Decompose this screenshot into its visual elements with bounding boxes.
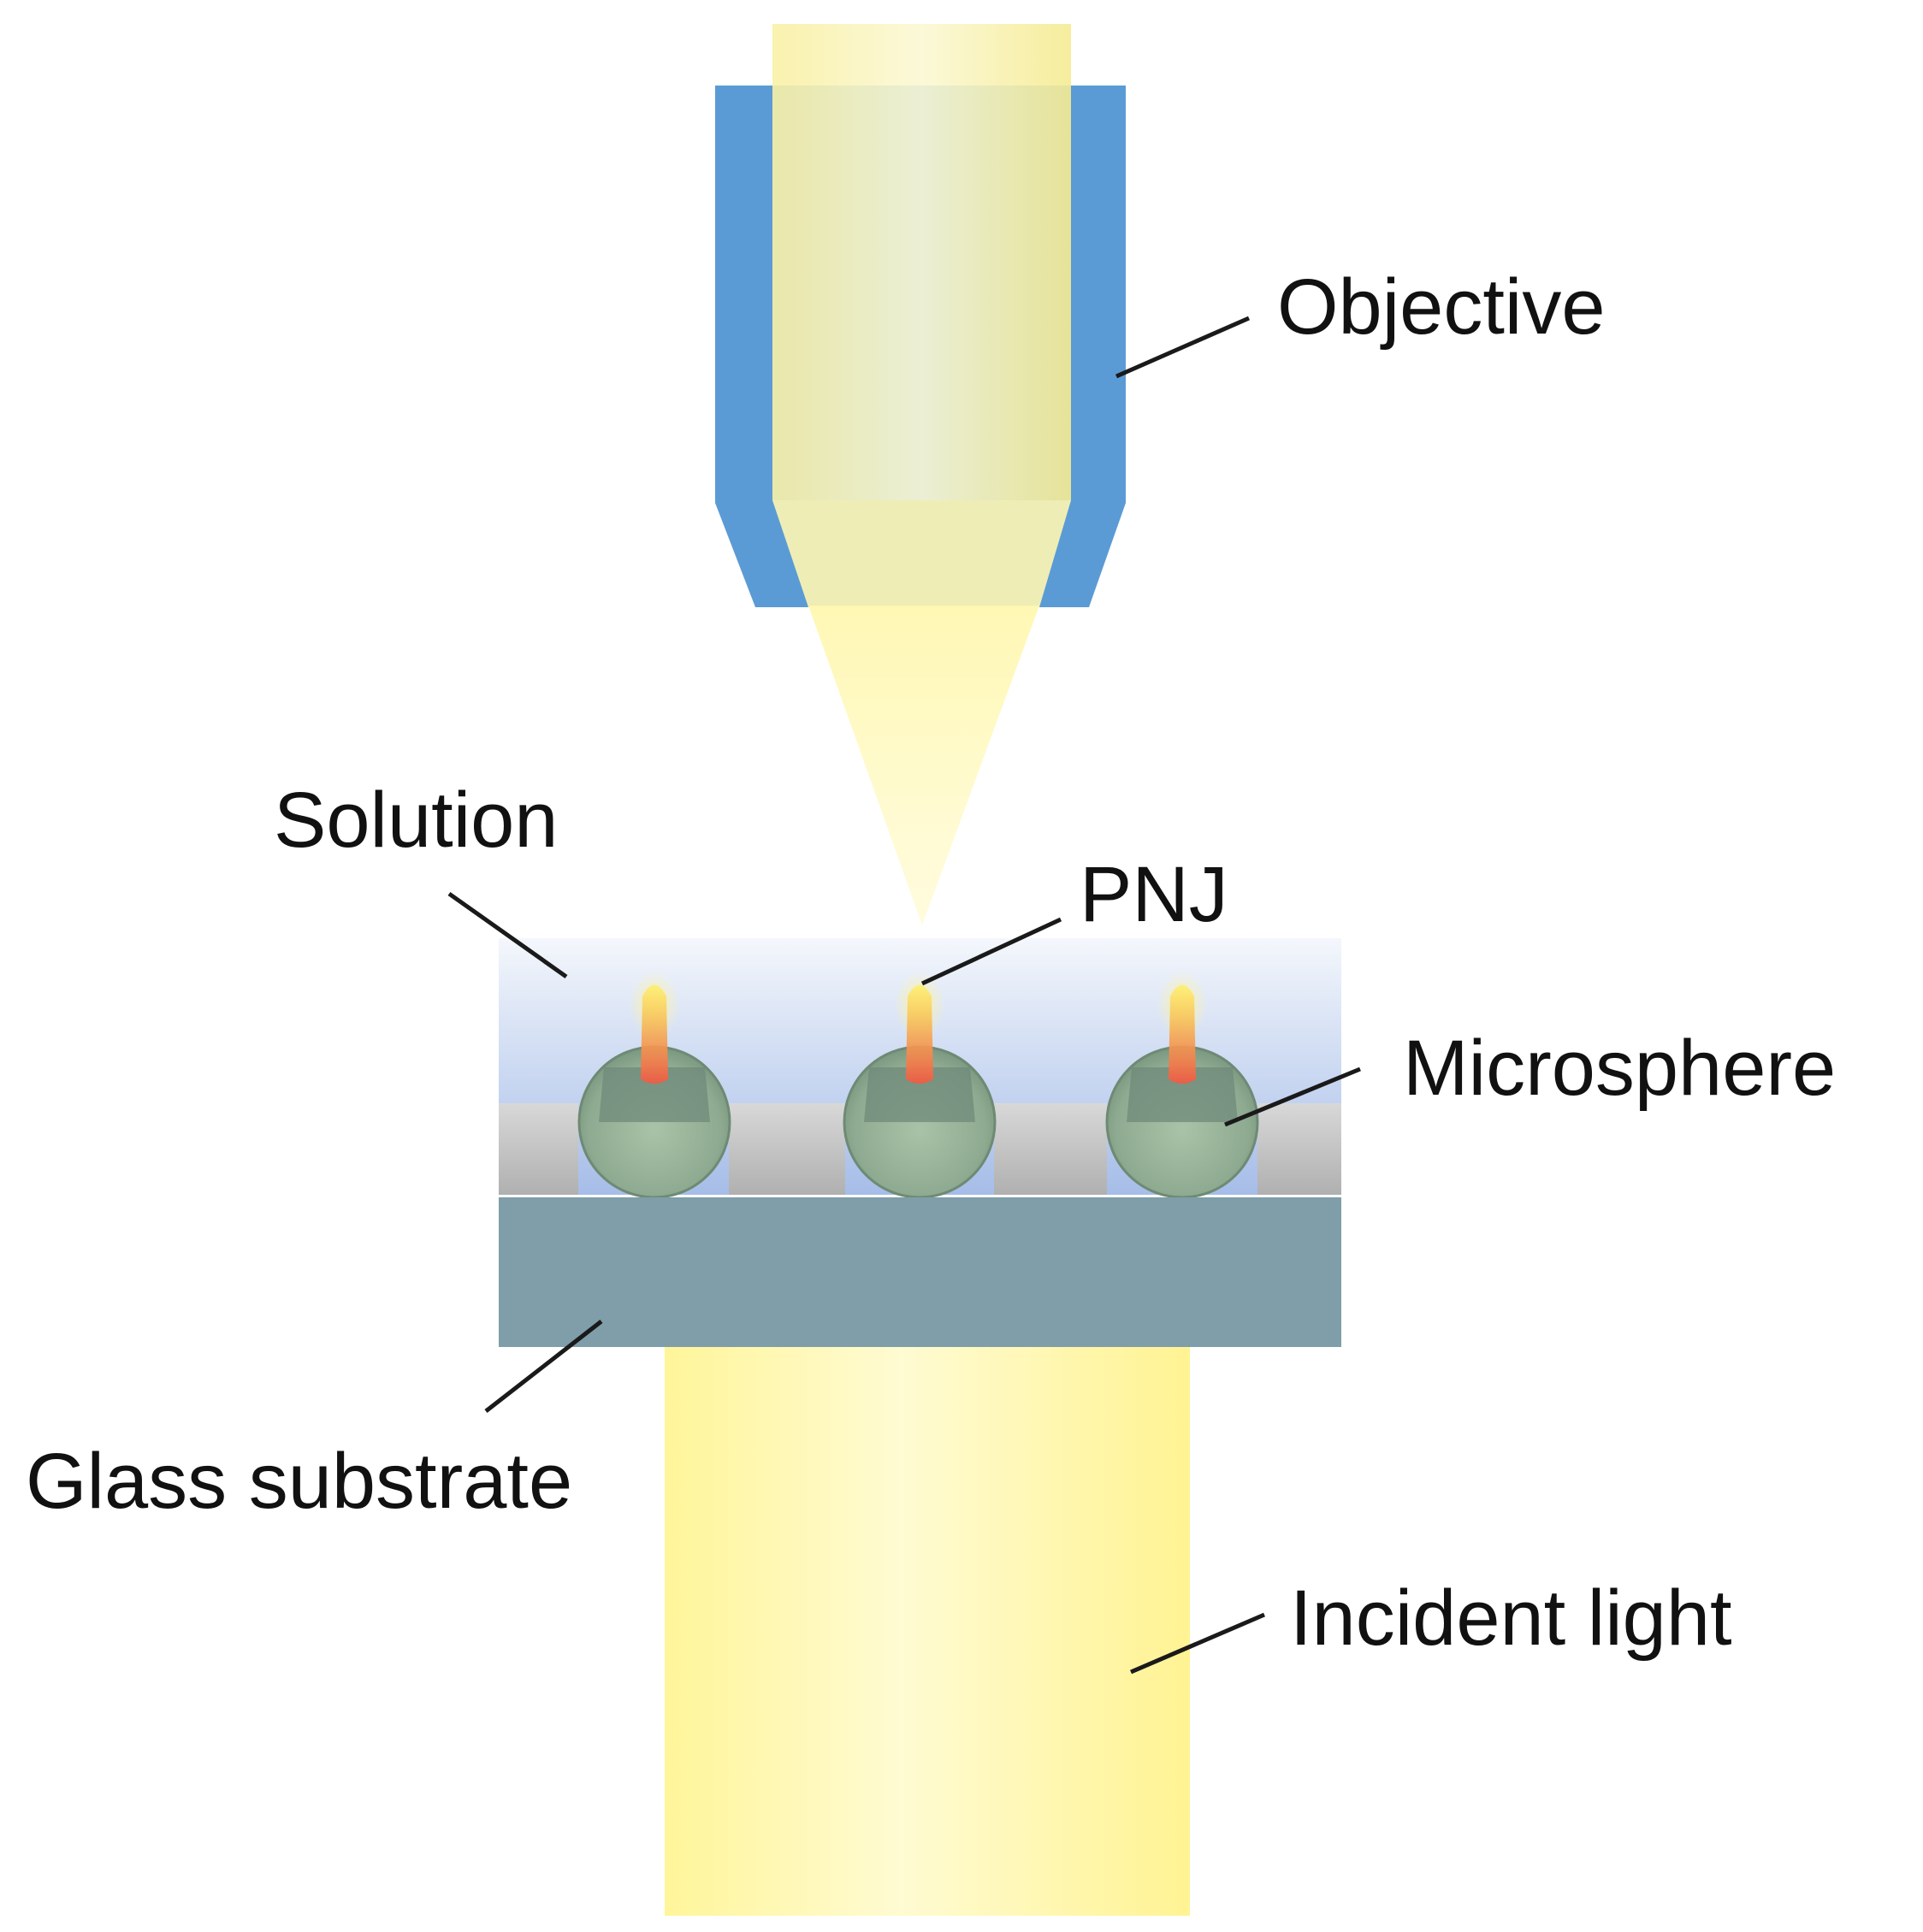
- photonic-nanojet: [1169, 984, 1196, 1084]
- incident-light-beam: [665, 1344, 1190, 1916]
- microsphere-cap: [864, 1067, 975, 1122]
- objective-inner-beam: [772, 24, 1071, 500]
- pnj-leader-line: [920, 917, 1062, 986]
- sample-stack: [499, 938, 1341, 1347]
- pnj-label: PNJ: [1080, 851, 1228, 938]
- spacer-block: [499, 1103, 578, 1195]
- photonic-nanojet: [641, 984, 668, 1084]
- objective-tip-beam: [772, 500, 1071, 607]
- incident-light-leader-line: [1130, 1612, 1265, 1675]
- objective-lens: [715, 24, 1126, 607]
- microsphere-cap: [1127, 1067, 1238, 1122]
- focused-light-cone: [808, 606, 1039, 925]
- spacer-block: [729, 1103, 845, 1195]
- glass-substrate: [499, 1197, 1341, 1347]
- microsphere-leader-line: [1224, 1066, 1361, 1127]
- objective-label: Objective: [1277, 263, 1606, 351]
- glass-substrate-label: Glass substrate: [26, 1438, 572, 1525]
- microsphere: [1105, 971, 1259, 1199]
- spacer-block: [1257, 1103, 1341, 1195]
- microsphere-label: Microsphere: [1403, 1025, 1836, 1112]
- solution-label: Solution: [274, 777, 558, 864]
- objective-leader-line: [1115, 316, 1251, 379]
- microsphere: [577, 971, 731, 1199]
- microsphere: [843, 971, 997, 1199]
- glass-substrate-leader-line: [484, 1320, 603, 1413]
- incident-light-label: Incident light: [1290, 1575, 1732, 1662]
- microsphere-cap: [599, 1067, 710, 1122]
- spacer-block: [994, 1103, 1107, 1195]
- photonic-nanojet: [906, 984, 933, 1084]
- solution-leader-line: [447, 891, 568, 979]
